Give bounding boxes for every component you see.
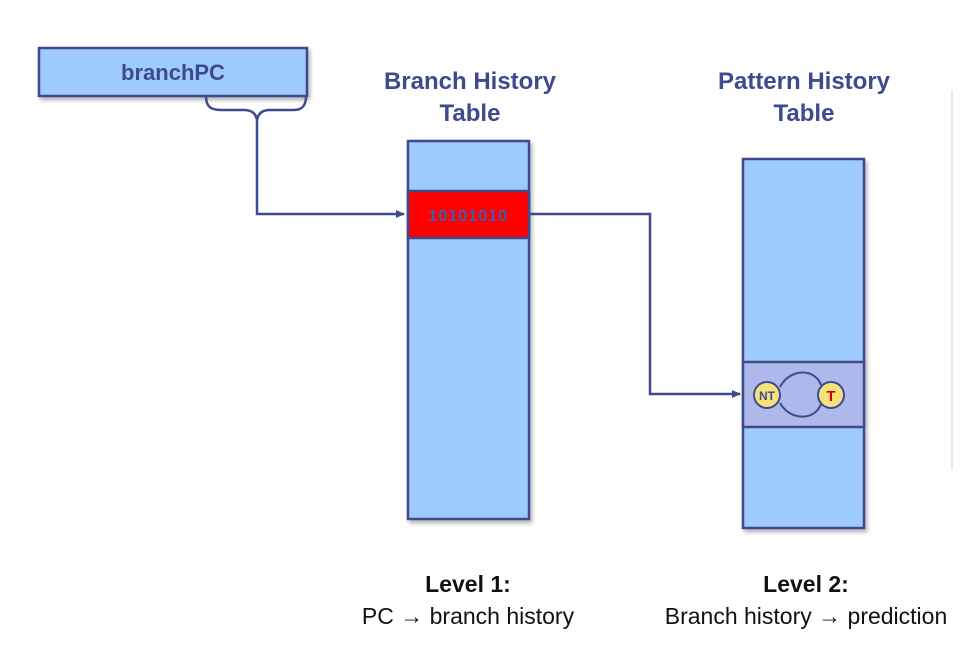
state-not-taken-label: NT [759,389,776,403]
pht-title-line2: Table [774,100,835,127]
bht-title-line1: Branch History [384,68,557,95]
pht-title-line1: Pattern History [718,68,891,95]
branch-history-table: 10101010 [406,139,531,521]
index-bits-brace [204,95,308,121]
state-taken-label: T [826,388,835,405]
state-not-taken-circle [753,381,781,409]
state-taken: T [817,381,845,409]
pattern-history-table: NT T [741,157,866,530]
branchpc-register-box [37,46,309,98]
state-transition-lower [779,402,822,418]
pc-to-bht-arrow [255,120,405,218]
branchpc-label: branchPC [121,60,225,85]
level-2-title: Level 2: [763,571,849,597]
level-1-title: Level 1: [425,571,511,597]
branchpc-register: branchPC [37,46,309,98]
state-taken-circle [817,381,845,409]
bht-entry-bits: 10101010 [428,206,508,225]
bht-title-line2: Table [440,100,501,127]
bht-to-pht-arrow [529,212,741,398]
state-not-taken: NT [753,381,781,409]
level-1-description: PC → branch history [362,603,575,629]
pht-body [741,157,866,530]
level-2-description: Branch history → prediction [665,603,948,629]
bht-selected-entry [406,189,531,240]
state-transition-upper [779,371,822,388]
